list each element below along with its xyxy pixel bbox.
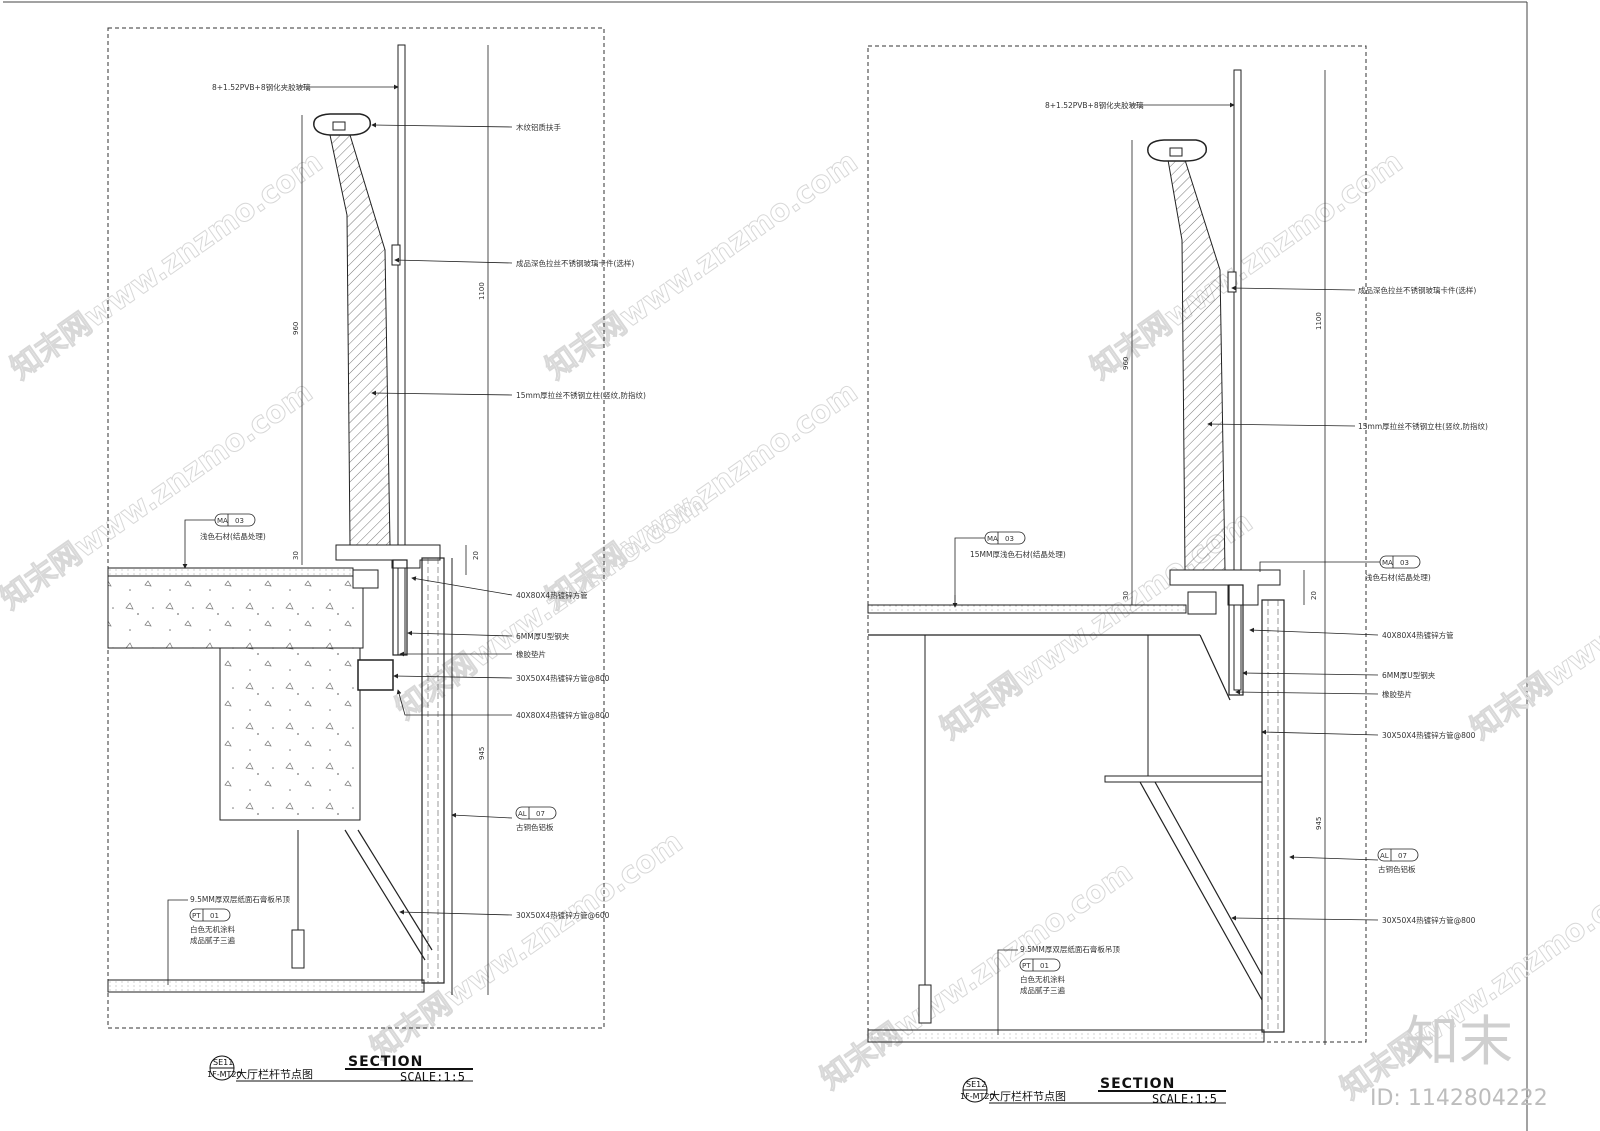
left-title-name: 大厅栏杆节点图 — [236, 1067, 313, 1081]
left-tag-al-code: AL — [518, 810, 527, 818]
left-label-handrail: 木纹铝质扶手 — [516, 122, 561, 132]
right-title-name: 大厅栏杆节点图 — [989, 1089, 1066, 1103]
right-tag-al-num: 07 — [1398, 852, 1407, 860]
left-ceiling — [107, 979, 425, 993]
right-label-clamp: 成品深色拉丝不锈钢玻璃卡件(选样) — [1358, 285, 1476, 295]
image-id-label: ID: 1142804222 — [1370, 1086, 1548, 1111]
left-label-post: 15mm厚拉丝不锈钢立柱(竖纹,防指纹) — [516, 390, 646, 400]
right-ceiling — [867, 1029, 1265, 1043]
right-title-block: SE12 1F-MT20 大厅栏杆节点图 SECTION SCALE:1:5 — [960, 1076, 1226, 1106]
left-tag-al-num: 07 — [536, 810, 545, 818]
right-label-rubber: 橡胶垫片 — [1382, 689, 1412, 699]
left-ref-bottom: 1F-MT20 — [207, 1070, 242, 1079]
left-label-clamp: 成品深色拉丝不锈钢玻璃卡件(选样) — [516, 258, 634, 268]
left-ref-top: SE11 — [213, 1058, 233, 1067]
left-label-tube1: 40X80X4热镀锌方管 — [516, 590, 588, 600]
right-ref-top: SE12 — [966, 1080, 986, 1089]
left-label-tube4: 30X50X4热镀锌方管@600 — [516, 910, 610, 920]
right-tag-ma-code: MA — [987, 535, 998, 543]
watermark-9: 知末网www.znzmo.com — [815, 855, 1140, 1097]
left-cladding — [421, 557, 445, 984]
right-dim-20: 20 — [1310, 591, 1318, 600]
left-stone-floor — [107, 567, 354, 577]
right-tag-pt-num: 01 — [1040, 962, 1049, 970]
right-tag-ma-num: 03 — [1005, 535, 1014, 543]
left-dim-960: 960 — [292, 322, 300, 335]
right-ref-bottom: 1F-MT20 — [960, 1092, 995, 1101]
left-tag-ma-code: MA — [217, 517, 228, 525]
right-detail: 1100 960 30 20 945 8+1.52PVB+8钢化夹胶玻璃 成品深… — [867, 45, 1488, 1106]
left-dim-30: 30 — [292, 551, 300, 560]
left-label-putty: 成品腻子三遍 — [190, 935, 235, 945]
right-stone-cap — [1169, 569, 1281, 606]
left-tag-pt-num: 01 — [210, 912, 219, 920]
left-stone-cap — [335, 544, 441, 569]
right-label-aluminum: 古铜色铝板 — [1378, 864, 1416, 874]
right-clamp — [1227, 271, 1237, 293]
right-label-ceiling: 9.5MM厚双层纸面石膏板吊顶 — [1020, 944, 1120, 954]
right-scale-label: SCALE:1:5 — [1152, 1092, 1217, 1106]
watermark-6: 知末网www.znzmo.com — [365, 825, 690, 1067]
right-label-uclip: 6MM厚U型钢夹 — [1382, 670, 1436, 680]
watermark-11: 知末网www.znzmo.com — [1465, 505, 1600, 747]
left-tag-ma-num: 03 — [235, 517, 244, 525]
right-label-post: 15mm厚拉丝不锈钢立柱(竖纹,防指纹) — [1358, 421, 1488, 431]
left-dim-20: 20 — [472, 551, 480, 560]
right-dim-30: 30 — [1122, 591, 1130, 600]
right-tag-ma2-num: 03 — [1400, 559, 1409, 567]
right-dim-960: 960 — [1122, 357, 1130, 370]
watermark-7: 知末网www.znzmo.com — [1085, 145, 1410, 387]
right-post — [1167, 159, 1226, 571]
right-tag-ma2-code: MA — [1382, 559, 1393, 567]
right-label-paint: 白色无机涂料 — [1020, 974, 1065, 984]
left-frame — [107, 27, 605, 1029]
left-clamp — [391, 244, 401, 266]
left-detail: 1100 960 30 20 945 8+1.52PVB+8钢化夹胶玻璃 木纹铝… — [107, 27, 646, 1084]
left-section-label: SECTION — [348, 1054, 423, 1070]
left-dim-945: 945 — [478, 747, 486, 760]
right-label-glass: 8+1.52PVB+8钢化夹胶玻璃 — [1045, 100, 1144, 110]
right-dim-1100: 1100 — [1315, 312, 1323, 330]
right-label-tube4: 30X50X4热镀锌方管@800 — [1382, 915, 1476, 925]
left-label-tube3: 40X80X4热镀锌方管@800 — [516, 710, 610, 720]
left-title-block: SE11 1F-MT20 大厅栏杆节点图 SECTION SCALE:1:5 — [207, 1054, 473, 1084]
left-label-rubber: 橡胶垫片 — [516, 649, 546, 659]
right-label-putty: 成品腻子三遍 — [1020, 985, 1065, 995]
right-dim-945: 945 — [1315, 817, 1323, 830]
left-label-glass: 8+1.52PVB+8钢化夹胶玻璃 — [212, 82, 311, 92]
left-label-aluminum: 古铜色铝板 — [516, 822, 554, 832]
left-label-paint: 白色无机涂料 — [190, 924, 235, 934]
brand-logo: 知末 — [1405, 1010, 1513, 1073]
left-beam — [219, 647, 361, 821]
left-tag-pt-code: PT — [192, 912, 201, 920]
watermark-1: 知末网www.znzmo.com — [5, 145, 330, 387]
right-cladding — [1261, 599, 1285, 1033]
right-tag-pt-code: PT — [1022, 962, 1031, 970]
left-dim-1100: 1100 — [478, 282, 486, 300]
right-label-tube1: 40X80X4热镀锌方管 — [1382, 630, 1454, 640]
right-label-stone2: 浅色石材(结晶处理) — [1365, 572, 1431, 582]
left-label-ceiling: 9.5MM厚双层纸面石膏板吊顶 — [190, 894, 290, 904]
right-section-label: SECTION — [1100, 1076, 1175, 1092]
left-label-uclip: 6MM厚U型钢夹 — [516, 631, 570, 641]
left-slab — [107, 575, 364, 649]
right-tag-al-code: AL — [1380, 852, 1389, 860]
right-stone-floor — [867, 604, 1187, 614]
right-label-tube2: 30X50X4热镀锌方管@800 — [1382, 730, 1476, 740]
right-label-stone: 15MM厚浅色石材(结晶处理) — [970, 549, 1066, 559]
left-post — [329, 134, 391, 546]
left-label-tube2: 30X50X4热镀锌方管@800 — [516, 673, 610, 683]
left-scale-label: SCALE:1:5 — [400, 1070, 465, 1084]
left-label-stone: 浅色石材(结晶处理) — [200, 531, 266, 541]
